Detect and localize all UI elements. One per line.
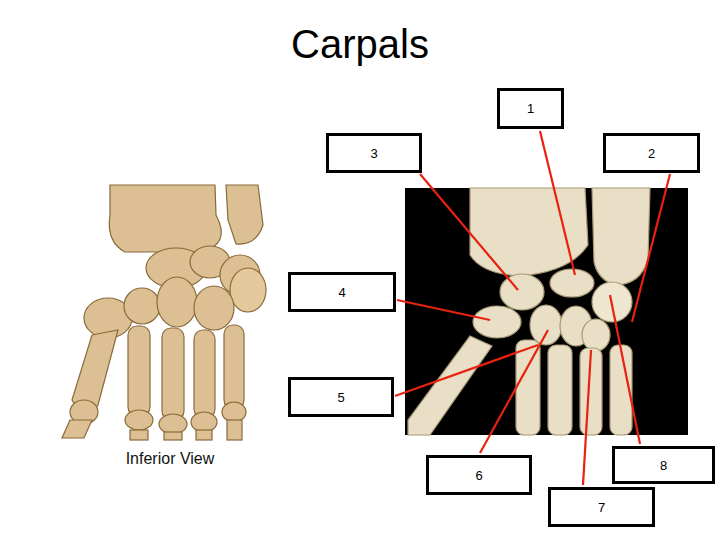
leader-lines-part [632,174,670,322]
hand-illustration-part [191,412,217,432]
hand-illustration [62,185,266,440]
wrist-photo-part-part [550,269,594,297]
slide-title: Carpals [0,22,720,67]
wrist-photo-part-part [470,188,588,276]
wrist-photo-part-part [473,306,521,338]
callout-box: 5 [288,377,394,417]
callout-number: 3 [370,146,377,161]
callout-box: 1 [497,88,564,129]
callout-box: 2 [603,133,700,173]
callout-box: 3 [326,133,422,173]
hand-illustration-part [159,414,187,434]
wrist-photo-part-part [592,188,650,285]
hand-illustration-part [194,286,234,330]
leader-lines [395,131,670,485]
callout-number: 1 [527,101,534,116]
hand-illustration-part [124,288,160,324]
leader-lines-part [583,350,591,485]
hand-illustration-part [226,185,263,244]
hand-illustration-part [130,430,148,440]
hand-illustration-part [224,325,244,409]
callout-number: 2 [648,146,655,161]
callout-number: 8 [660,458,667,473]
leader-lines-part [420,174,518,290]
hand-illustration-part [162,328,184,420]
leader-lines-part [610,295,640,444]
wrist-photo-part-part [530,305,562,345]
leader-lines-part [480,330,548,453]
hand-illustration-part [196,430,212,440]
hand-illustration-part [157,277,197,327]
hand-illustration-part [222,402,246,422]
callout-box: 7 [548,487,655,527]
wrist-photo-part-part [548,345,572,435]
callout-number: 6 [475,468,482,483]
callout-number: 4 [338,285,345,300]
hand-illustration-part [230,268,266,312]
wrist-photo-part-part [516,340,540,435]
callout-box: 4 [288,272,396,312]
callout-box: 6 [426,455,532,495]
hand-illustration-part [128,326,150,416]
view-caption: Inferior View [90,450,250,468]
leader-lines-part [397,300,490,320]
hand-illustration-part [194,330,215,418]
hand-illustration-part [62,420,92,438]
leader-lines-part [540,131,575,275]
hand-illustration-part [109,185,221,252]
hand-illustration-part [227,420,242,440]
wrist-photo-part-part [582,319,610,351]
hand-illustration-part [125,410,153,430]
callout-number: 7 [598,500,605,515]
wrist-photo-part-part [408,336,492,435]
callout-number: 5 [337,390,344,405]
callout-box: 8 [612,446,715,484]
wrist-photo-part-part [500,274,544,310]
hand-illustration-part [164,432,182,440]
